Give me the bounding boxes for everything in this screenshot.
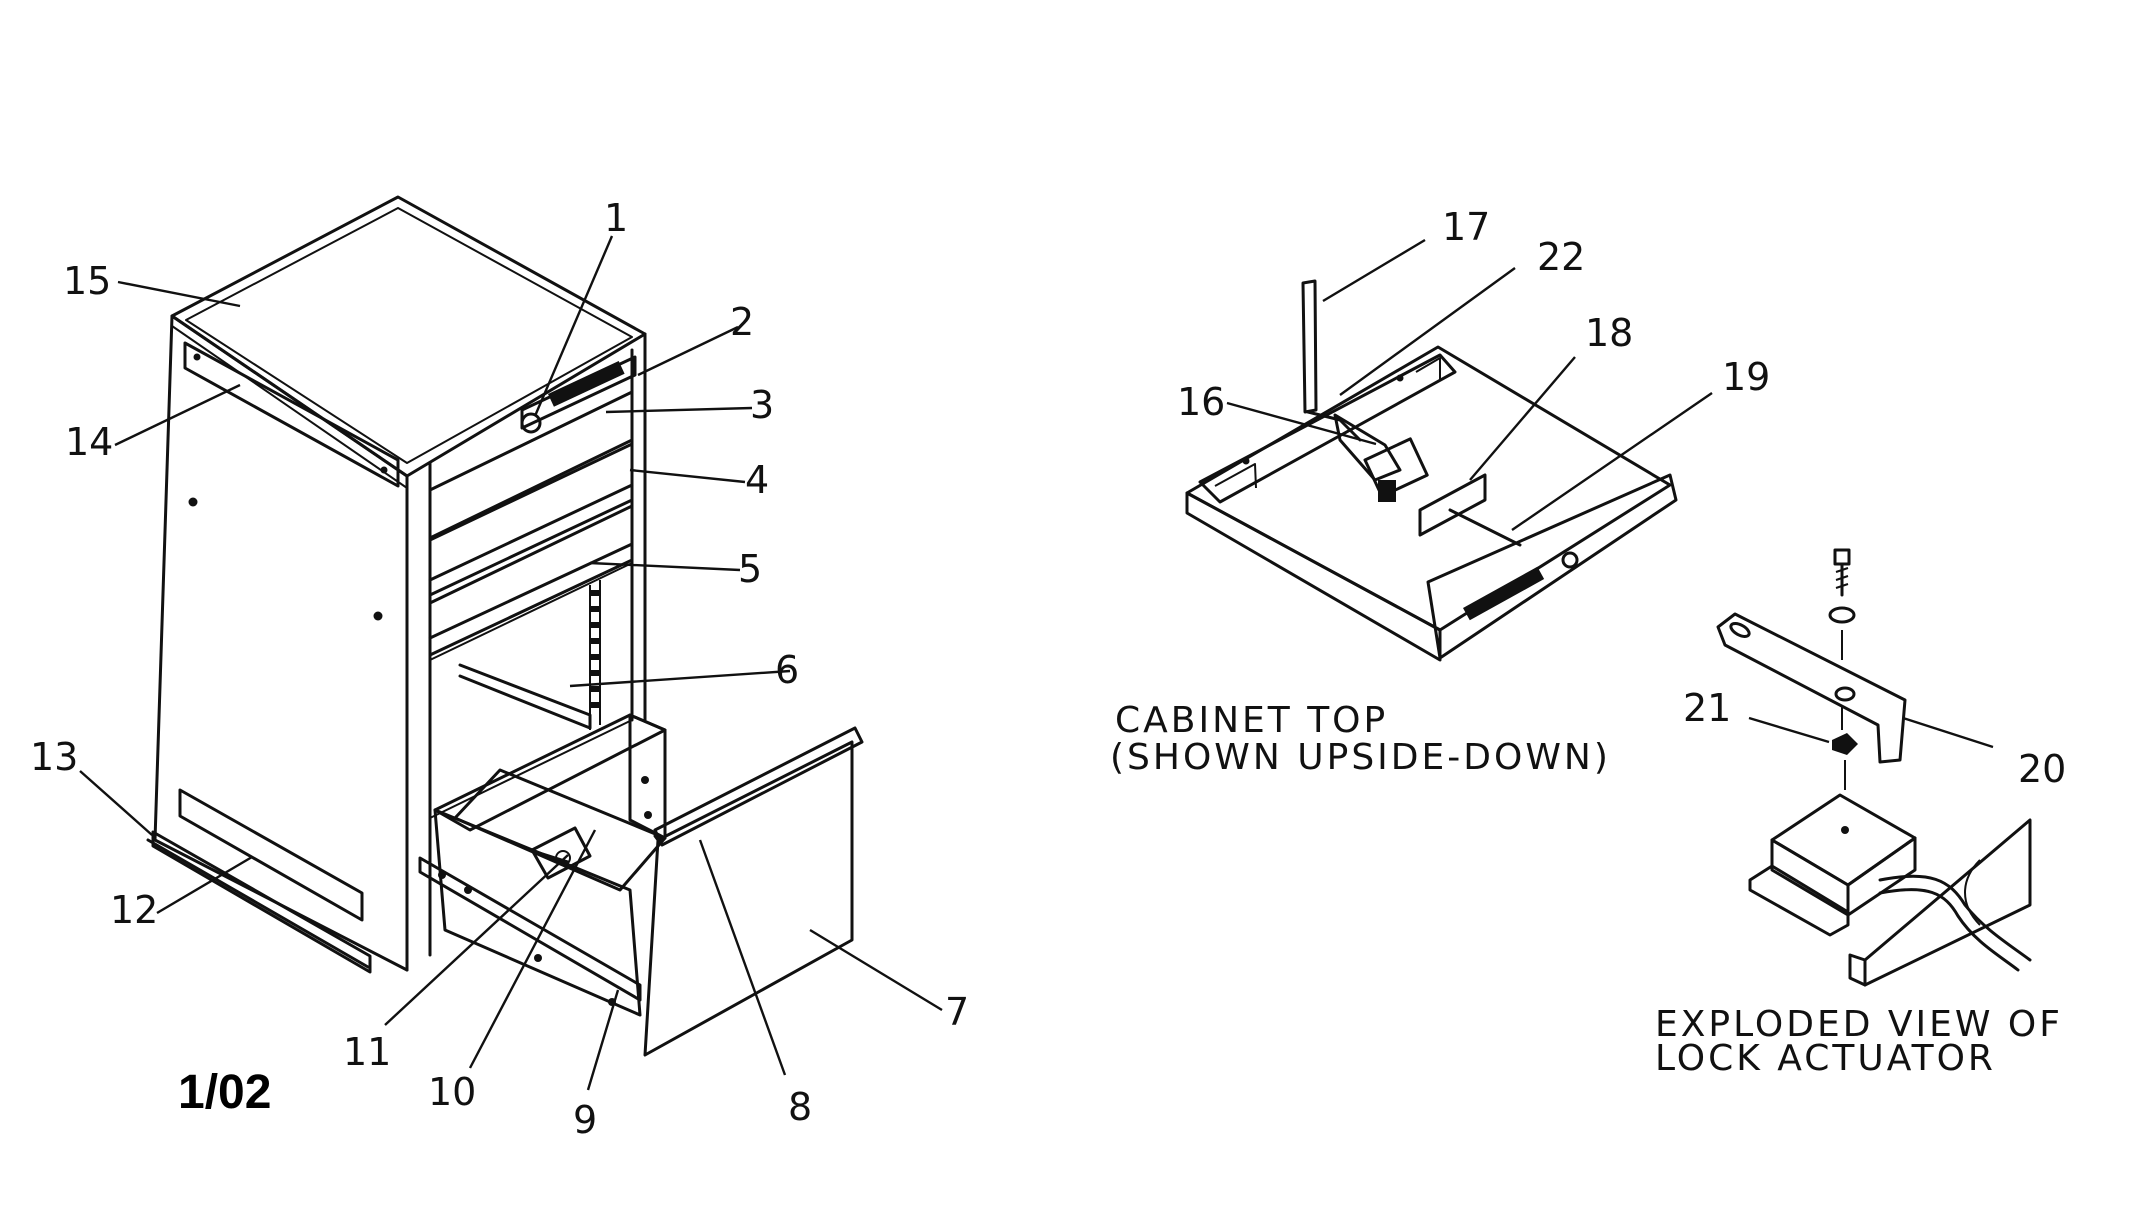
actuator-cable — [1878, 874, 2032, 962]
cabinet-top-drawing — [1185, 279, 1678, 662]
drawer-box-side — [433, 808, 642, 1017]
link-rod — [1448, 508, 1522, 547]
callout-11: 11 — [343, 1030, 391, 1074]
callout-9: 9 — [573, 1098, 597, 1142]
callout-3: 3 — [750, 383, 774, 427]
front-lip — [1426, 473, 1678, 660]
callout-16: 16 — [1177, 380, 1225, 424]
callout-4: 4 — [745, 458, 769, 502]
actuator-nut — [1832, 733, 1858, 755]
callout-13: 13 — [30, 735, 78, 779]
callout-1: 1 — [604, 196, 628, 240]
callout-10: 10 — [428, 1070, 476, 1114]
housing-flange — [1748, 864, 1850, 937]
actuator-housing-side — [1846, 836, 1917, 917]
top-side-channel — [1198, 353, 1457, 504]
inner-cavity — [429, 562, 633, 819]
lock-cylinder — [520, 412, 542, 434]
actuator-arm — [1716, 612, 1907, 764]
drawer-front-middle — [428, 442, 634, 597]
callout-22: 22 — [1537, 235, 1585, 279]
lock-linkage — [1333, 413, 1402, 482]
callout-15: 15 — [63, 259, 111, 303]
actuator-housing-top — [1770, 793, 1917, 887]
name-plate-slot — [548, 361, 625, 407]
cabinet-top-caption-line2: (SHOWN UPSIDE-DOWN) — [1110, 737, 1611, 778]
adjustment-holes — [591, 590, 599, 708]
lip-lock — [1561, 551, 1579, 569]
drawer-handle — [653, 726, 864, 847]
callout-20: 20 — [2018, 747, 2066, 791]
cabinet-top-inner-edge — [185, 207, 633, 464]
drawer-front-panel — [643, 740, 854, 1057]
callout-14: 14 — [65, 420, 113, 464]
follower-bracket — [530, 826, 592, 880]
callout-2: 2 — [730, 300, 754, 344]
drawer-slide — [418, 856, 642, 1002]
lip-nameplate — [1463, 566, 1545, 621]
lock-block-fill — [1378, 480, 1396, 502]
callout-19: 19 — [1722, 355, 1770, 399]
actuator-bracket — [1418, 473, 1487, 537]
revision-stamp: 1/02 — [178, 1066, 271, 1119]
cabinet-top-panel — [170, 195, 647, 478]
callout-labels: 1 2 3 4 5 6 7 8 9 10 11 12 13 14 15 16 1… — [30, 196, 2066, 1142]
top-plate-front-edge — [1185, 491, 1442, 662]
lock-actuator-caption-line1: EXPLODED VIEW OF — [1655, 1004, 2063, 1045]
callout-8: 8 — [788, 1085, 812, 1129]
side-hole-upper — [188, 497, 198, 507]
cabinet-side-panel — [153, 314, 409, 972]
actuator-washer — [1828, 606, 1856, 624]
lock-block — [1363, 437, 1429, 498]
lock-actuator-drawing — [1716, 548, 2032, 987]
leader-lines — [79, 235, 1994, 1091]
callout-18: 18 — [1585, 311, 1633, 355]
captions: CABINET TOP (SHOWN UPSIDE-DOWN) EXPLODED… — [178, 700, 2063, 1119]
callout-21: 21 — [1683, 686, 1731, 730]
cabinet-drawing — [146, 195, 864, 1057]
arm-hole — [1834, 686, 1856, 702]
actuator-screw — [1828, 548, 1856, 660]
lock-actuator-caption-line2: LOCK ACTUATOR — [1655, 1038, 1996, 1079]
bottom-rail — [178, 788, 364, 922]
inner-rail — [458, 663, 592, 730]
cabinet-top-caption-line1: CABINET TOP — [1115, 700, 1388, 741]
drawer-front-upper — [428, 390, 634, 540]
callout-12: 12 — [110, 888, 158, 932]
callout-17: 17 — [1442, 205, 1490, 249]
base-edge — [146, 838, 370, 969]
lock-rod — [1301, 279, 1318, 414]
callout-5: 5 — [738, 547, 762, 591]
callout-7: 7 — [945, 990, 969, 1034]
side-panel-top-edge — [171, 325, 408, 489]
top-rail — [183, 341, 400, 488]
side-hole-lower — [373, 611, 383, 621]
callout-6: 6 — [775, 648, 799, 692]
